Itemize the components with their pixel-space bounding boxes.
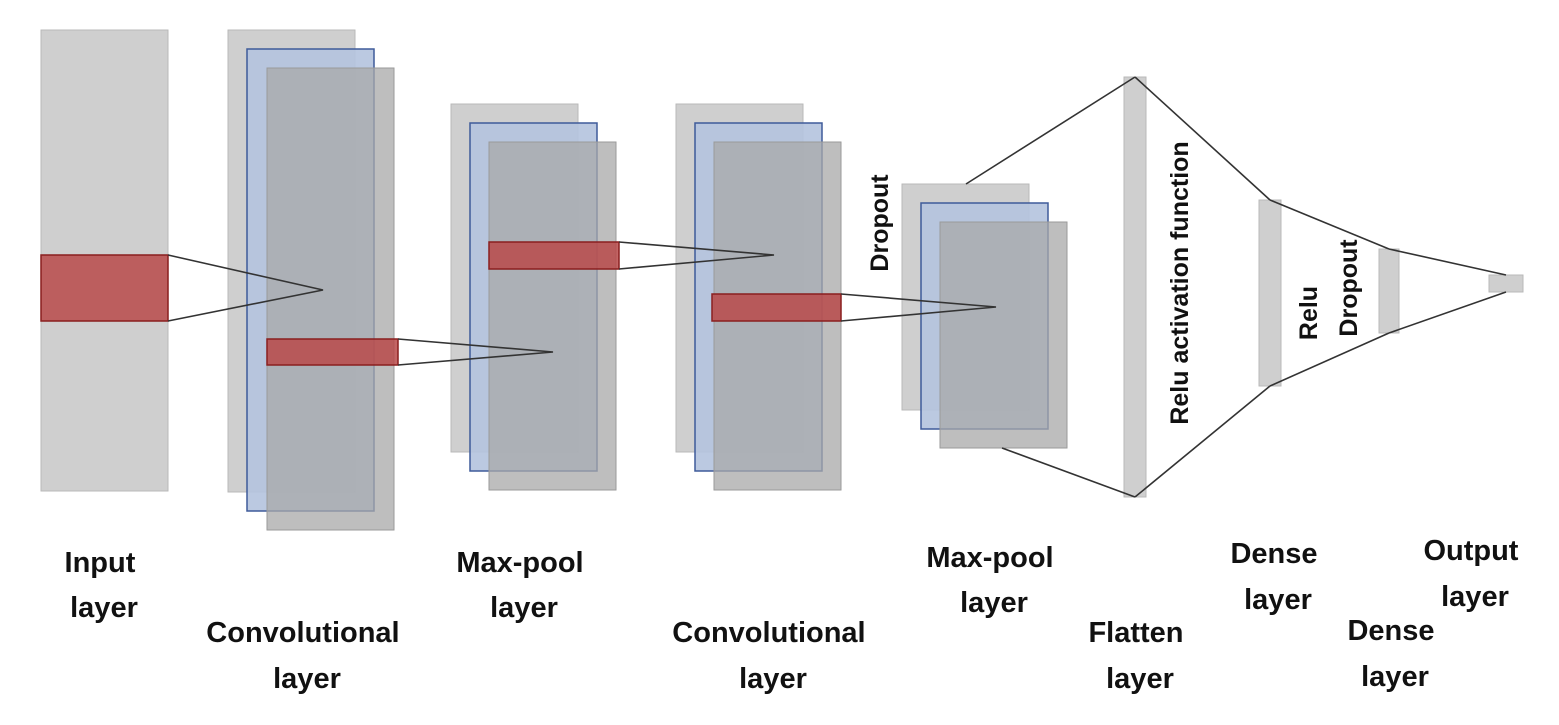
maxpool2-front-map — [939, 221, 1068, 449]
maxpool1-to-conv2-cone — [618, 241, 775, 270]
conv2-to-maxpool2-cone — [840, 293, 997, 322]
maxpool-layer-2-label-line-2: layer — [960, 587, 1028, 619]
conv-layer-1-label-line-1: Convolutional — [206, 617, 399, 649]
relu-annotation: Relu — [1295, 286, 1323, 340]
conv-layer-1-block — [227, 29, 399, 531]
dense1-to-dense2-top-line — [1269, 199, 1390, 250]
relu-activation-annotation: Relu activation function — [1166, 141, 1194, 424]
dropout-annotation-1: Dropout — [866, 174, 894, 272]
maxpool-layer-1-label-line-1: Max-pool — [456, 547, 583, 579]
maxpool-layer-1-label-line-2: layer — [490, 592, 558, 624]
conv1-receptive-field — [266, 338, 399, 366]
dense-layer-1-label: Dense layer — [1230, 538, 1325, 616]
maxpool2-to-flatten-top-line — [965, 76, 1136, 185]
flatten-layer-label: Flatten layer — [1088, 617, 1191, 695]
dense1-to-dense2-bottom-line — [1269, 332, 1390, 387]
input-to-conv1-cone — [167, 254, 324, 322]
input-layer-label-line-2: layer — [70, 592, 138, 624]
conv-layer-2-label-line-2: layer — [739, 663, 807, 695]
dense-layer-2-label-line-2: layer — [1361, 661, 1429, 693]
flatten-to-dense1-top-line — [1134, 76, 1271, 201]
output-layer-label-line-2: layer — [1441, 581, 1509, 613]
conv2-receptive-field — [711, 293, 842, 322]
output-layer-label-line-1: Output — [1423, 535, 1518, 567]
output-layer-label: Output layer — [1423, 535, 1526, 613]
input-layer-block — [40, 29, 169, 492]
maxpool-layer-1-block — [450, 103, 620, 491]
connection-lines — [167, 76, 1507, 498]
conv-layer-1-label: Convolutional layer — [206, 617, 407, 695]
output-layer-bar — [1488, 274, 1524, 293]
conv-layer-2-block — [675, 103, 842, 491]
conv1-to-maxpool1-cone — [397, 338, 554, 366]
flatten-layer-label-line-1: Flatten — [1088, 617, 1183, 649]
maxpool1-receptive-field — [488, 241, 620, 270]
input-layer-label: Input layer — [65, 547, 144, 624]
input-receptive-field — [40, 254, 169, 322]
flatten-layer-label-line-2: layer — [1106, 663, 1174, 695]
dense-layer-1-label-line-1: Dense — [1230, 538, 1317, 570]
maxpool1-front-map — [488, 141, 617, 491]
maxpool-layer-2-label-line-1: Max-pool — [926, 542, 1053, 574]
dropout-annotation-2: Dropout — [1335, 239, 1363, 337]
dense2-to-output-top-line — [1388, 248, 1507, 276]
maxpool-layer-2-label: Max-pool layer — [926, 542, 1061, 619]
conv-layer-2-label-line-1: Convolutional — [672, 617, 865, 649]
conv-layer-1-label-line-2: layer — [273, 663, 341, 695]
dense-layer-2-label: Dense layer — [1347, 615, 1442, 693]
maxpool-layer-1-label: Max-pool layer — [456, 547, 591, 624]
flatten-layer-bar — [1123, 76, 1147, 498]
maxpool-layer-2-block — [901, 183, 1068, 449]
input-layer-label-line-1: Input — [65, 547, 136, 579]
flatten-to-dense1-bottom-line — [1134, 385, 1271, 498]
maxpool2-to-flatten-bottom-line — [1001, 447, 1136, 498]
conv-layer-2-label: Convolutional layer — [672, 617, 873, 695]
conv1-front-map — [266, 67, 395, 531]
dense-layer-2-bar — [1378, 248, 1400, 334]
dense-layer-1-bar — [1258, 199, 1282, 387]
dense-layer-2-label-line-1: Dense — [1347, 615, 1434, 647]
dense-layer-1-label-line-2: layer — [1244, 584, 1312, 616]
dense2-to-output-bottom-line — [1388, 291, 1507, 334]
